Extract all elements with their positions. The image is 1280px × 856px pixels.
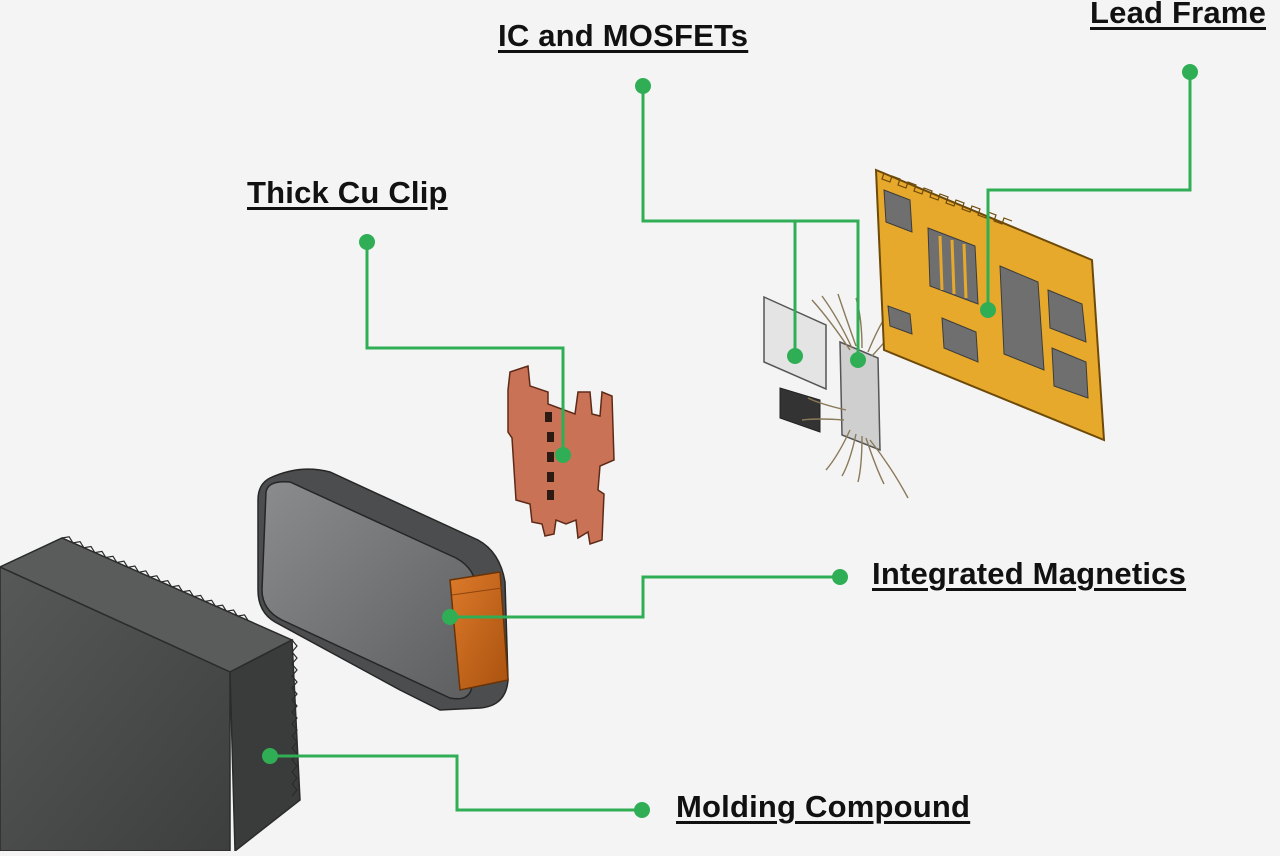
callout-lines: [270, 72, 1192, 812]
callout-line-ic-mosfets: [641, 86, 860, 360]
integrated-magnetics-label: Integrated Magnetics: [872, 556, 1187, 591]
callout-line-cu-clip: [365, 242, 565, 455]
callout-dot-magnetics-label: [832, 569, 848, 585]
callout-line-magnetics: [450, 575, 840, 619]
callout-dot-molding-target: [262, 748, 278, 764]
callout-dot-ic-target: [850, 352, 866, 368]
callout-line-molding: [270, 754, 642, 812]
ic-and-mosfets-label: IC and MOSFETs: [498, 18, 749, 53]
callout-dots: [262, 64, 1198, 818]
callout-line-lead-frame: [986, 72, 1192, 310]
callout-dot-clip-top: [359, 234, 375, 250]
callout-dot-molding-label: [634, 802, 650, 818]
thick-cu-clip-label: Thick Cu Clip: [247, 175, 448, 210]
callout-dot-mosfet-target: [787, 348, 803, 364]
callout-dot-lead-frame-target: [980, 302, 996, 318]
molding-compound-block: [0, 536, 301, 853]
integrated-magnetics-part: [257, 468, 509, 711]
callout-dot-ic-top: [635, 78, 651, 94]
callout-dot-clip-target: [555, 447, 571, 463]
callout-dot-magnetics-target: [442, 609, 458, 625]
callout-dot-lead-frame-top: [1182, 64, 1198, 80]
lead-frame-label: Lead Frame: [1090, 0, 1267, 30]
molding-compound-label: Molding Compound: [676, 789, 971, 824]
